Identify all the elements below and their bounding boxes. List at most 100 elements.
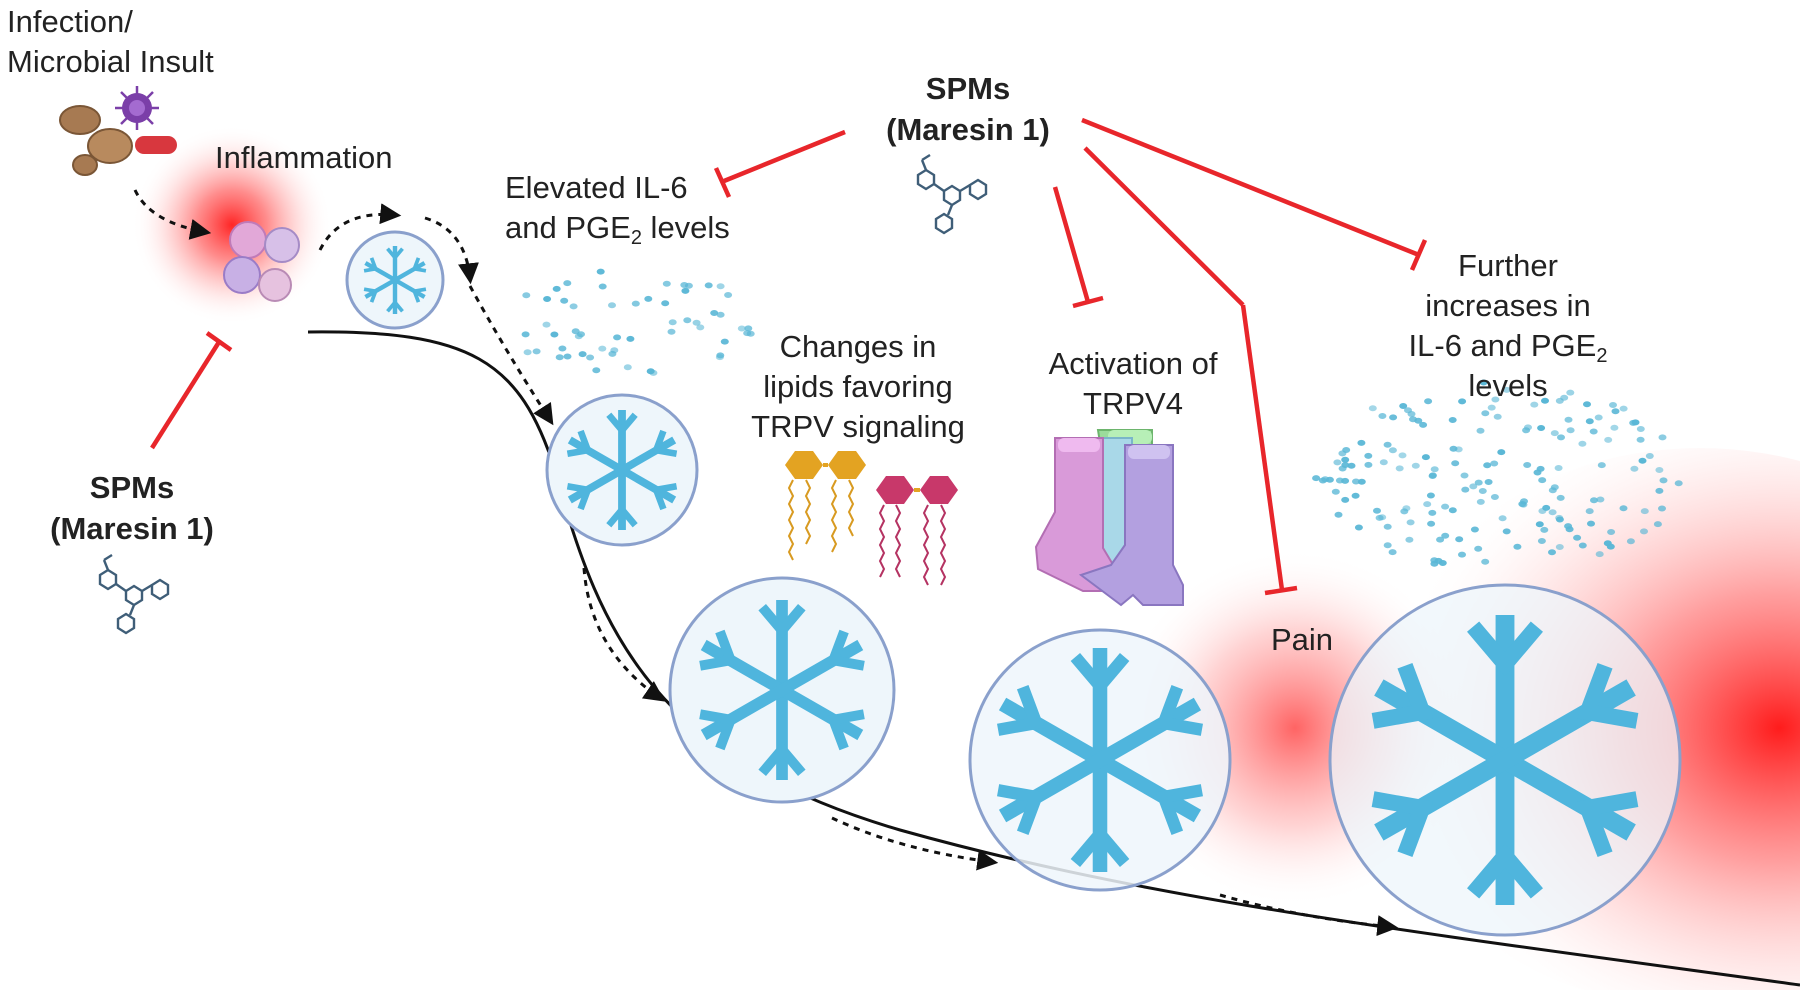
molecule-icon (98, 553, 170, 635)
cytokine-dot (1351, 492, 1360, 499)
cytokine-dot (661, 300, 670, 307)
cytokine-dot (571, 328, 580, 335)
cytokine-dot (1555, 544, 1564, 550)
cytokine-dot (1610, 424, 1619, 431)
cytokine-dot (1607, 529, 1616, 535)
cytokine-dot (1331, 488, 1340, 495)
cytokine-dot (1421, 454, 1430, 461)
cytokine-dot (1535, 521, 1544, 528)
cytokine-dot (1428, 472, 1437, 479)
cytokine-dot (1556, 494, 1565, 501)
cytokine-dot (563, 280, 572, 287)
spm-left-label: SPMs (90, 470, 174, 505)
inhibition-lines (150, 117, 1428, 596)
cytokine-dot (613, 334, 622, 341)
inhibit-inflammation (150, 340, 221, 450)
cytokine-dot (1481, 558, 1490, 565)
cytokine-dot (523, 349, 532, 356)
snowflake-icon (668, 576, 896, 804)
cytokine-dot (1448, 417, 1457, 423)
cytokine-dot (1424, 398, 1433, 405)
cytokine-dot (1596, 496, 1605, 503)
cytokine-dot (592, 367, 601, 374)
cytokine-dot (1312, 475, 1321, 482)
cytokine-dot (1537, 538, 1546, 544)
spm-top-label: SPMs (926, 71, 1010, 106)
cytokine-dot (1458, 398, 1467, 405)
cytokine-dot (1399, 403, 1408, 409)
cytokine-dot (743, 330, 752, 337)
cytokine-dot (684, 282, 693, 289)
cytokine-dot (1653, 521, 1662, 528)
cytokine-dot (596, 268, 605, 275)
further-label: IL-6 and PGE2 (1409, 328, 1608, 367)
cytokine-dot (692, 319, 701, 326)
cytokine-dot (716, 311, 725, 318)
cytokine-dot (1334, 511, 1343, 518)
cytokine-dot (1636, 436, 1645, 443)
cytokine-dot (1375, 514, 1384, 521)
cytokine-dot (623, 364, 632, 371)
cytokine-dot (1388, 549, 1397, 556)
cytokine-dot (667, 328, 676, 335)
cytokine-dot (1451, 460, 1460, 467)
cytokine-dot (550, 331, 559, 338)
cytokine-dot (1333, 459, 1342, 466)
cytokine-dot (1631, 419, 1640, 426)
cytokine-dot (1364, 461, 1373, 468)
cytokine-dot (1490, 494, 1499, 500)
cytokine-dot (1342, 447, 1351, 453)
further-label: levels (1468, 368, 1547, 403)
cytokine-dot (631, 300, 640, 307)
cytokine-dot (521, 331, 530, 338)
cytokine-dot (1578, 542, 1587, 549)
infection-label: Microbial Insult (7, 44, 214, 79)
cytokine-dot (586, 354, 595, 361)
cytokine-dot (1388, 447, 1397, 454)
cytokine-dot (1540, 526, 1549, 533)
further-label: increases in (1425, 288, 1590, 323)
cytokine-dot (610, 347, 619, 354)
pain-label: Pain (1271, 622, 1333, 657)
cytokine-dot (644, 295, 653, 302)
cytokine-dot (1441, 532, 1450, 539)
cytokine-dot (1554, 465, 1563, 471)
cytokine-dot (1530, 401, 1539, 408)
cytokine-dot (1585, 508, 1594, 515)
cytokine-dot (1469, 483, 1478, 490)
cytokine-dot (1498, 515, 1507, 522)
cytokine-dot (1548, 549, 1556, 556)
cytokine-dot (1389, 414, 1398, 421)
cytokine-dot (1513, 543, 1522, 550)
cytokine-dot (1541, 397, 1549, 404)
cytokine-dot (737, 325, 746, 332)
cytokine-dots-icon (521, 268, 755, 376)
cytokine-dot (1557, 434, 1565, 441)
cytokine-dot (1395, 465, 1404, 472)
cytokine-dot (1430, 466, 1439, 473)
cytokine-dot (1428, 509, 1437, 516)
cytokine-dot (1597, 462, 1606, 469)
lipids-label: Changes in (780, 329, 937, 364)
cytokine-dot (1640, 528, 1648, 535)
cytokine-dot (1406, 519, 1415, 526)
cytokine-dot (1626, 538, 1635, 545)
cytokine-dot (552, 285, 561, 292)
elevated-label: Elevated IL-6 (505, 170, 688, 205)
cytokine-dot (1474, 545, 1483, 552)
cytokine-dot (1538, 508, 1547, 514)
cytokine-dot (542, 321, 551, 328)
cytokine-dot (1519, 501, 1528, 508)
cytokine-dot (1638, 457, 1647, 464)
cytokine-dot (1555, 514, 1564, 521)
cytokine-dot (1411, 462, 1420, 469)
cytokine-dot (662, 280, 671, 287)
cytokine-dot (1578, 440, 1587, 447)
cytokine-dot (1674, 480, 1683, 487)
cytokine-dot (720, 338, 729, 345)
cytokine-dot (1523, 462, 1532, 468)
cytokine-dot (1383, 523, 1392, 530)
cytokine-dot (1564, 523, 1573, 530)
cytokine-dot (1502, 528, 1511, 535)
